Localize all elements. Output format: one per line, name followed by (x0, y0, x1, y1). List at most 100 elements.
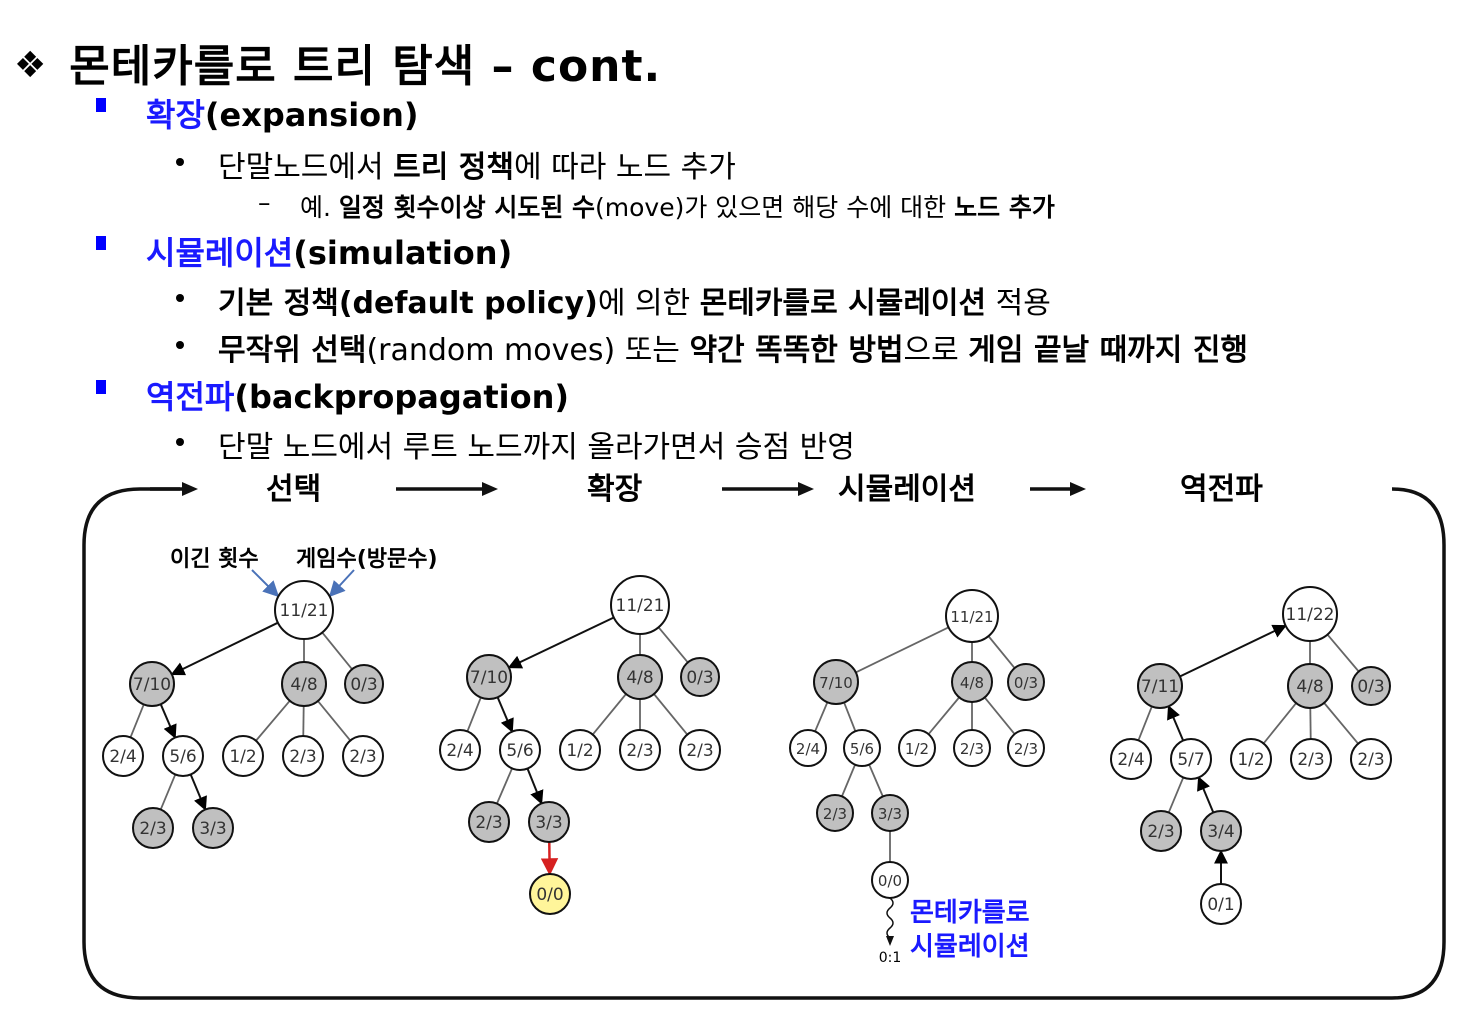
tree-node-label: 4/8 (626, 668, 653, 688)
tree-edge (507, 616, 615, 669)
tree-node-circle (529, 873, 571, 915)
tree-node-label: 2/3 (1297, 750, 1324, 770)
stage-expansion-label: 확장 (587, 472, 643, 507)
tree-node-label: 2/3 (686, 741, 713, 761)
expansion-level2-node: 1/2 (559, 729, 601, 771)
bullet-backpropagation: 역전파(backpropagation) (96, 372, 569, 418)
tree-node-label: 3/3 (878, 805, 902, 823)
tree-edges (129, 616, 1360, 884)
slide-title-text: 몬테카를로 트리 탐색 – cont. (69, 41, 662, 92)
tree-node-circle (1140, 810, 1182, 852)
tree-edge (987, 635, 1016, 669)
tree-node-circle (1137, 663, 1183, 709)
selection-level2-node: 2/3 (282, 735, 324, 777)
simulation-root-node: 11/21 (945, 589, 999, 643)
tree-node-label: 0/0 (878, 872, 902, 890)
stage-arrows (150, 482, 1086, 496)
dot-bullet-icon (176, 158, 184, 166)
tree-node-label: 2/4 (796, 740, 820, 758)
tree-node-circle (1110, 738, 1152, 780)
tree-node-label: 5/6 (506, 741, 533, 761)
tree-node-circle (132, 807, 174, 849)
tree-node-label: 2/3 (1147, 822, 1174, 842)
tree-node-label: 2/3 (139, 819, 166, 839)
dot-bullet-icon (176, 341, 184, 349)
dot-bullet-icon (176, 438, 184, 446)
tree-node-circle (1170, 738, 1212, 780)
sub-sub-bullet-example: – 예. 일정 횟수이상 시도된 수(move)가 있으면 해당 수에 대한 노… (258, 188, 1055, 224)
text-part: (random moves) 또는 (366, 333, 690, 368)
expansion-level1-node: 7/10 (466, 654, 512, 700)
tree-edge (1137, 706, 1153, 741)
tree-node-circle (951, 661, 993, 703)
bullet-simulation-english: (simulation) (293, 234, 513, 272)
tree-node-label: 1/2 (229, 747, 256, 767)
tree-node-circle (344, 664, 384, 704)
text-part: 트리 정책 (393, 150, 514, 185)
tree-node-label: 0/3 (1014, 674, 1038, 692)
tree-node-circle (843, 729, 881, 767)
tree-edge (466, 697, 482, 732)
dot-bullet-icon (176, 294, 184, 302)
expansion-level2-node: 2/3 (679, 729, 721, 771)
tree-node-label: 5/6 (850, 740, 874, 758)
tree-node-label: 1/2 (566, 741, 593, 761)
selection-level2-node: 5/6 (162, 735, 204, 777)
simulation-level2-node: 2/4 (789, 729, 827, 767)
tree-node-label: 11/21 (616, 596, 665, 616)
tree-edge (592, 693, 627, 736)
squiggle-arrowhead (886, 936, 894, 946)
tree-node-circle (342, 735, 384, 777)
text-part: 예. (300, 193, 339, 222)
tree-node-circle (129, 661, 175, 707)
text-part: 몬테카를로 시뮬레이션 (699, 286, 987, 321)
tree-node-label: 4/8 (290, 675, 317, 695)
text-part: (move)가 있으면 해당 수에 대한 (595, 193, 955, 222)
simulation-level2-node: 2/3 (953, 729, 991, 767)
selection-level3-node: 3/3 (192, 807, 234, 849)
simulation-level3-node: 3/3 (871, 794, 909, 832)
cycle-frame (82, 487, 1446, 1000)
backpropagation-level2-node: 2/3 (1350, 738, 1392, 780)
mc-label-line2: 시뮬레이션 (910, 932, 1030, 962)
tree-node-circle (1007, 729, 1045, 767)
bullet-simulation: 시뮬레이션(simulation) (96, 228, 513, 274)
expansion-new-node: 0/0 (529, 873, 571, 915)
tree-node-circle (162, 735, 204, 777)
tree-edge (129, 704, 145, 738)
bullet-simulation-korean: 시뮬레이션 (146, 234, 294, 272)
tree-node-label: 5/6 (169, 747, 196, 767)
stage-selection-label: 선택 (266, 472, 322, 507)
wins-annotation: 이긴 횟수 (170, 547, 259, 572)
simulation-level1-node: 0/3 (1007, 663, 1045, 701)
tree-node-circle (1351, 666, 1391, 706)
tree-node-label: 2/4 (109, 747, 136, 767)
text-part: 에 의한 (597, 286, 700, 321)
tree-node-circle (528, 801, 570, 843)
tree-node-circle (679, 729, 721, 771)
bullet-expansion-english: (expansion) (204, 96, 419, 134)
tree-edge (255, 700, 291, 742)
simulation-new-node: 0/0 (871, 861, 909, 899)
annotation-arrows (251, 569, 355, 598)
selection-edge (159, 703, 177, 739)
tree-edge (855, 626, 950, 674)
backpropagation-level2-node: 2/3 (1290, 738, 1332, 780)
diamond-bullet-icon: ❖ (14, 45, 48, 86)
stage-backprop-label: 역전파 (1180, 472, 1263, 507)
text-part: 노드 추가 (954, 193, 1055, 222)
tree-edge (321, 631, 353, 670)
tree-node-circle (274, 580, 334, 640)
tree-edge (1323, 702, 1359, 745)
tree-node-label: 1/2 (1237, 750, 1264, 770)
backpropagation-new-node: 0/1 (1200, 883, 1242, 925)
tree-node-label: 11/21 (950, 608, 993, 626)
tree-node-label: 2/3 (960, 740, 984, 758)
tree-node-circle (559, 729, 601, 771)
tree-node-label: 4/8 (1296, 677, 1323, 697)
slide-title: ❖ 몬테카를로 트리 탐색 – cont. (14, 30, 661, 94)
tree-node-label: 2/3 (349, 747, 376, 767)
backprop-edge (1197, 776, 1215, 813)
expansion-level2-node: 2/4 (439, 729, 481, 771)
tree-node-label: 11/21 (280, 601, 329, 621)
